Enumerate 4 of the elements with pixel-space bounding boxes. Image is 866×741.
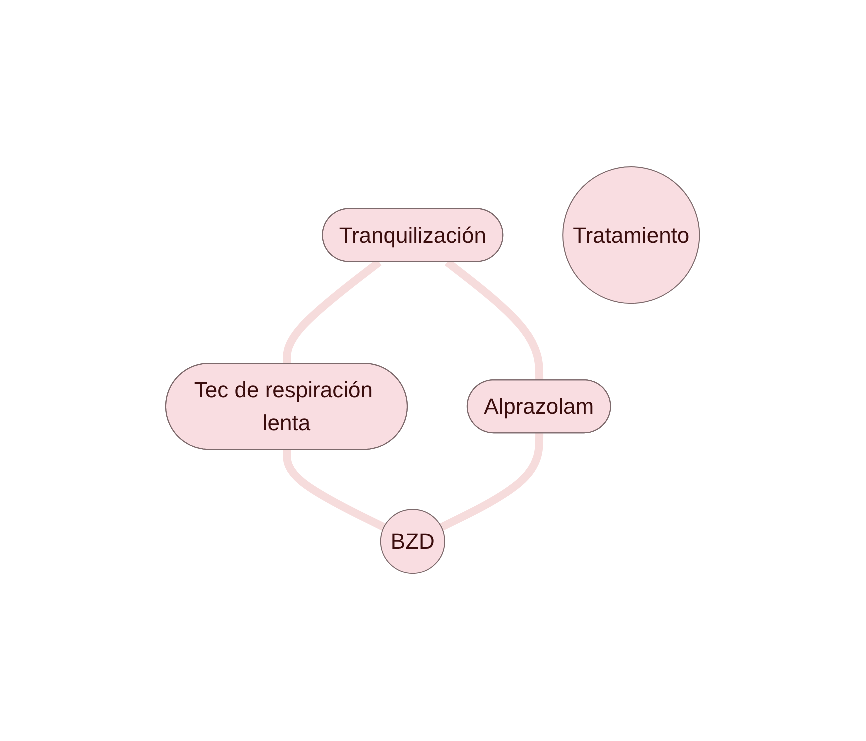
connector [440, 434, 544, 532]
node-circle: Tratamiento [562, 166, 700, 304]
node-circle: BZD [380, 509, 446, 574]
connector [283, 450, 386, 532]
